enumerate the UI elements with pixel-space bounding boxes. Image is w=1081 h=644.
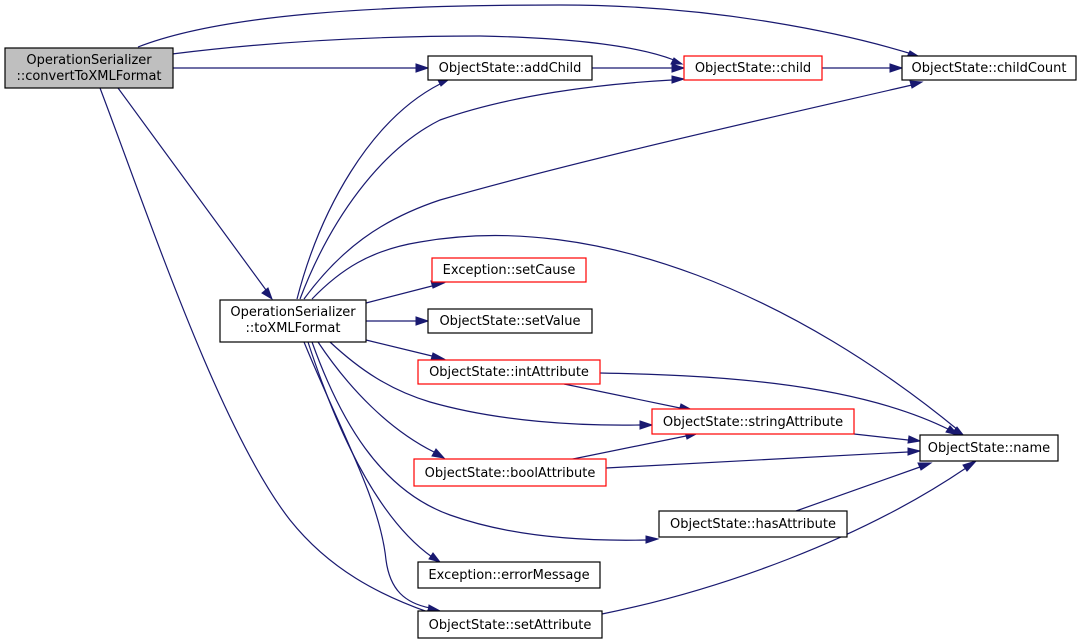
node-child[interactable]: ObjectState::child (683, 55, 823, 81)
edge-convert-to-setattribute (99, 87, 438, 617)
edge-toxml-to-hasattribute (311, 341, 660, 544)
edge-toxml-to-errormessage (307, 341, 442, 563)
node-set-cause[interactable]: Exception::setCause (431, 257, 587, 283)
node-to-xml-format[interactable]: OperationSerializer ::toXMLFormat (219, 299, 367, 343)
edge-toxml-to-child (299, 75, 686, 300)
node-add-child-label: ObjectState::addChild (439, 61, 582, 76)
node-child-label: ObjectState::child (695, 61, 811, 76)
node-to-xml-format-line2: ::toXMLFormat (246, 321, 341, 336)
edge-convert-to-child (171, 35, 684, 65)
node-convert-to-xml-format-line1: OperationSerializer (26, 53, 152, 68)
node-string-attribute-label: ObjectState::stringAttribute (663, 415, 843, 430)
node-has-attribute-label: ObjectState::hasAttribute (670, 517, 836, 532)
node-convert-to-xml-format-line2: ::convertToXMLFormat (16, 69, 161, 84)
edge-toxml-to-stringattribute (329, 341, 654, 430)
node-bool-attribute[interactable]: ObjectState::boolAttribute (413, 458, 607, 487)
edge-intattribute-to-stringattribute (563, 383, 694, 412)
edge-addchild-to-child (592, 63, 686, 73)
node-set-value-label: ObjectState::setValue (439, 314, 580, 329)
node-name-label: ObjectState::name (928, 441, 1050, 456)
node-child-count-label: ObjectState::childCount (912, 61, 1067, 76)
edge-boolattribute-to-name (605, 447, 922, 469)
edge-child-to-childcount (822, 63, 904, 73)
edge-toxml-to-childcount (303, 80, 924, 300)
node-child-count[interactable]: ObjectState::childCount (901, 55, 1077, 81)
edge-toxml-to-boolattribute (317, 341, 446, 459)
edge-toxml-to-setvalue (366, 316, 430, 326)
edge-toxml-to-intattribute (365, 339, 446, 361)
node-to-xml-format-line1: OperationSerializer (230, 305, 356, 320)
edge-boolattribute-to-stringattribute (567, 431, 700, 461)
node-set-attribute[interactable]: ObjectState::setAttribute (417, 610, 603, 639)
node-set-attribute-label: ObjectState::setAttribute (429, 618, 592, 633)
node-bool-attribute-label: ObjectState::boolAttribute (425, 466, 596, 481)
edge-hasattribute-to-name (795, 462, 933, 512)
edge-toxml-to-name (311, 235, 966, 438)
node-has-attribute[interactable]: ObjectState::hasAttribute (658, 510, 848, 538)
edge-convert-to-childcount (137, 4, 920, 58)
node-error-message-label: Exception::errorMessage (428, 568, 589, 583)
node-int-attribute-label: ObjectState::intAttribute (429, 365, 589, 380)
edge-convert-to-toxml (117, 87, 273, 301)
edge-setattribute-to-name (601, 459, 978, 615)
edges (99, 4, 978, 617)
edge-toxml-to-addchild (296, 79, 450, 300)
node-convert-to-xml-format[interactable]: OperationSerializer ::convertToXMLFormat (4, 47, 174, 89)
node-set-value[interactable]: ObjectState::setValue (427, 308, 593, 334)
edge-stringattribute-to-name (853, 433, 922, 444)
node-set-cause-label: Exception::setCause (443, 263, 576, 278)
node-add-child[interactable]: ObjectState::addChild (427, 55, 593, 81)
edge-toxml-to-setcause (365, 280, 446, 304)
node-error-message[interactable]: Exception::errorMessage (417, 561, 601, 589)
node-string-attribute[interactable]: ObjectState::stringAttribute (651, 408, 855, 435)
node-name[interactable]: ObjectState::name (919, 434, 1059, 462)
edge-intattribute-to-name (599, 372, 960, 436)
node-int-attribute[interactable]: ObjectState::intAttribute (417, 359, 601, 385)
edge-convert-to-addchild (173, 63, 430, 73)
nodes: OperationSerializer ::convertToXMLFormat… (4, 47, 1077, 639)
